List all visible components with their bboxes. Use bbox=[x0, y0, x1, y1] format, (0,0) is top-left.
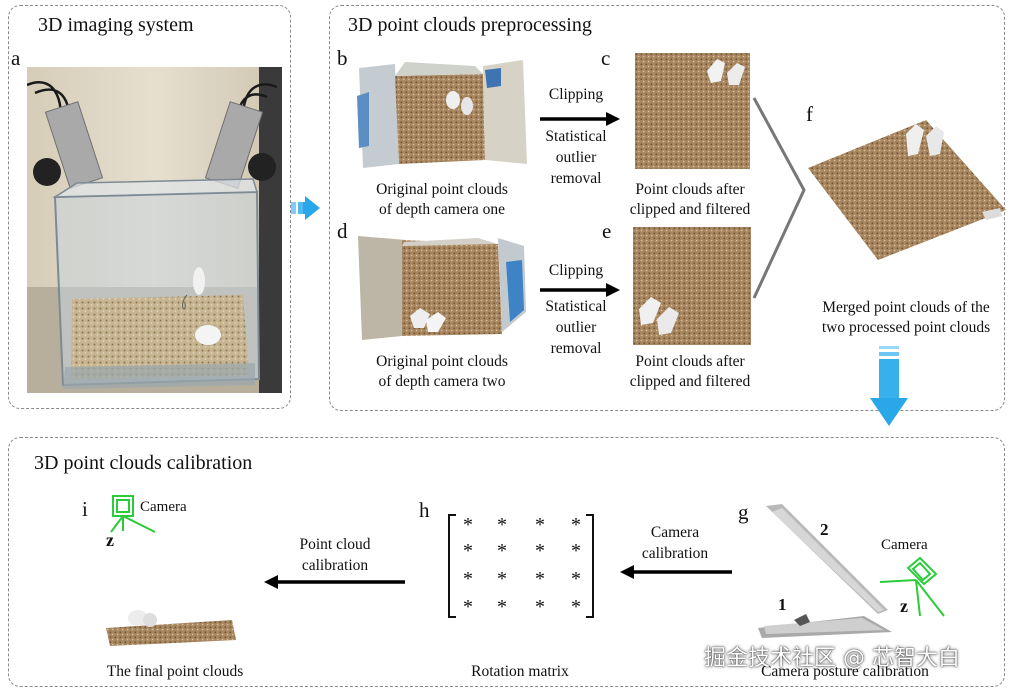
calibration-panel-title: 3D point clouds calibration bbox=[34, 452, 253, 474]
label-h: h bbox=[419, 498, 430, 522]
arrow-label-bottom-l4: removal bbox=[550, 340, 602, 357]
preprocessing-panel bbox=[329, 5, 1005, 411]
matrix-cell: * bbox=[571, 540, 581, 562]
arrow-label-pc-l1: Point cloud bbox=[299, 536, 371, 553]
label-e: e bbox=[602, 219, 612, 243]
caption-e-line1: Point clouds after bbox=[635, 353, 745, 370]
arrow-label-bottom-clipping: Clipping bbox=[548, 262, 604, 279]
imaging-system-panel bbox=[8, 5, 291, 409]
arrow-b-to-c bbox=[540, 112, 620, 126]
arrow-d-to-e bbox=[540, 283, 620, 297]
label-b: b bbox=[337, 46, 348, 70]
watermark: 掘金技术社区 @ 芯智大白 bbox=[704, 646, 960, 671]
depth-camera-one-pointcloud bbox=[355, 56, 531, 174]
arrow-label-top-clipping: Clipping bbox=[548, 86, 604, 103]
merge-chevron bbox=[752, 97, 806, 299]
arrow-label-top-l3: outlier bbox=[555, 149, 597, 166]
blue-arrow-to-preprocessing bbox=[291, 196, 320, 220]
arrow-label-top-l4: removal bbox=[550, 170, 602, 187]
view-label-1: 1 bbox=[778, 595, 787, 614]
matrix-left-bracket bbox=[448, 514, 456, 618]
arrow-label-top-methods: Statistical outlier removal bbox=[530, 126, 622, 189]
arrow-g-to-h bbox=[620, 565, 732, 579]
arrow-label-top-l2: Statistical bbox=[545, 128, 607, 145]
matrix-cell: * bbox=[497, 596, 507, 618]
caption-e-line2: clipped and filtered bbox=[629, 373, 751, 390]
final-pointcloud bbox=[104, 606, 238, 648]
caption-b: Original point clouds of depth camera on… bbox=[352, 180, 532, 220]
matrix-cell: * bbox=[571, 514, 581, 536]
view-label-2: 2 bbox=[820, 520, 829, 539]
blue-arrow-to-calibration bbox=[870, 346, 908, 426]
label-f: f bbox=[806, 102, 813, 126]
caption-f: Merged point clouds of the two processed… bbox=[806, 298, 1006, 338]
z-axis-label-g: z bbox=[900, 596, 908, 616]
arrow-label-bottom-l3: outlier bbox=[555, 319, 597, 336]
arrow-h-to-i bbox=[264, 575, 405, 589]
caption-d-line1: Original point clouds bbox=[376, 353, 508, 370]
caption-d-line2: of depth camera two bbox=[378, 373, 506, 390]
caption-f-line1: Merged point clouds of the bbox=[822, 299, 990, 316]
camera-icon-i bbox=[110, 495, 156, 533]
imaging-system-photo bbox=[27, 67, 282, 393]
caption-d: Original point clouds of depth camera tw… bbox=[352, 352, 532, 392]
caption-c-line2: clipped and filtered bbox=[629, 201, 751, 218]
arrow-label-cc-l1: Camera bbox=[650, 524, 700, 541]
matrix-cell: * bbox=[463, 568, 473, 590]
caption-e: Point clouds after clipped and filtered bbox=[612, 352, 768, 392]
caption-i: The final point clouds bbox=[106, 663, 244, 680]
matrix-cell: * bbox=[571, 568, 581, 590]
label-a: a bbox=[11, 46, 21, 70]
matrix-cell: * bbox=[497, 568, 507, 590]
arrow-label-camera-calibration: Camera calibration bbox=[624, 522, 726, 564]
caption-b-line1: Original point clouds bbox=[376, 181, 508, 198]
preprocessing-panel-title: 3D point clouds preprocessing bbox=[348, 14, 592, 36]
matrix-cell: * bbox=[571, 596, 581, 618]
arrow-label-pc-l2: calibration bbox=[301, 557, 369, 574]
caption-c-line1: Point clouds after bbox=[635, 181, 745, 198]
label-c: c bbox=[601, 46, 611, 70]
clipped-filtered-cloud-two bbox=[633, 227, 751, 345]
label-i: i bbox=[82, 497, 88, 521]
clipped-filtered-cloud-one bbox=[635, 53, 750, 169]
camera-icon-g bbox=[879, 556, 945, 617]
camera-label-i: Camera bbox=[140, 499, 187, 515]
rotation-matrix: * * * * * * * * * * * * * * * * bbox=[448, 514, 594, 620]
arrow-label-bottom-l2: Statistical bbox=[545, 298, 607, 315]
caption-f-line2: two processed point clouds bbox=[821, 319, 991, 336]
matrix-cell: * bbox=[497, 540, 507, 562]
caption-b-line2: of depth camera one bbox=[378, 201, 506, 218]
label-d: d bbox=[337, 219, 348, 243]
imaging-panel-title: 3D imaging system bbox=[38, 14, 194, 36]
matrix-cell: * bbox=[535, 540, 545, 562]
caption-c: Point clouds after clipped and filtered bbox=[612, 180, 768, 220]
label-g: g bbox=[738, 500, 749, 524]
matrix-cell: * bbox=[463, 596, 473, 618]
arrow-label-bottom-methods: Statistical outlier removal bbox=[530, 296, 622, 359]
camera-label-g: Camera bbox=[881, 537, 928, 553]
z-axis-label-i: z bbox=[106, 530, 114, 550]
matrix-right-bracket bbox=[586, 514, 594, 618]
matrix-cell: * bbox=[463, 540, 473, 562]
matrix-cell: * bbox=[535, 568, 545, 590]
matrix-cell: * bbox=[535, 596, 545, 618]
matrix-cell: * bbox=[535, 514, 545, 536]
caption-g: Camera posture calibration bbox=[761, 663, 929, 680]
caption-h: Rotation matrix bbox=[471, 663, 569, 680]
arrow-label-cc-l2: calibration bbox=[641, 545, 709, 562]
matrix-cell: * bbox=[463, 514, 473, 536]
calibration-panel bbox=[8, 437, 1005, 687]
merged-pointcloud bbox=[806, 112, 1006, 262]
depth-camera-two-pointcloud bbox=[358, 232, 532, 342]
camera-posture-pointcloud bbox=[754, 502, 894, 642]
matrix-cell: * bbox=[497, 514, 507, 536]
arrow-label-point-cloud-calibration: Point cloud calibration bbox=[280, 534, 390, 576]
